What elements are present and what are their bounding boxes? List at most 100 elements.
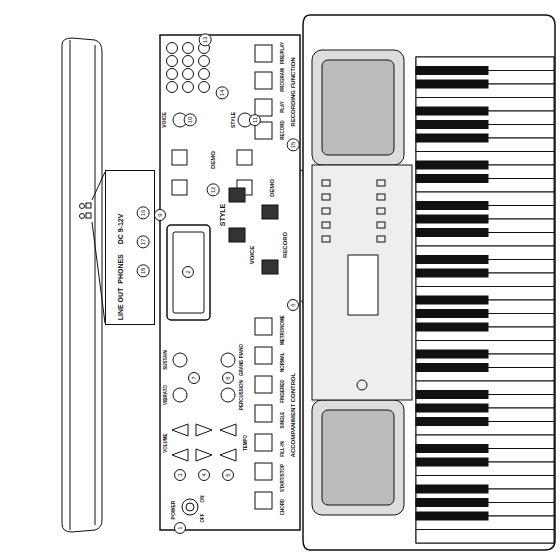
panel-label: SINGLE [281,412,286,429]
black-key [416,418,488,426]
round-button [199,69,210,80]
panel-button [322,208,330,214]
black-key [416,202,488,210]
callout-number: 6 [287,299,299,311]
panel-button [322,222,330,228]
panel-label: FILL-IN [281,441,286,457]
black-key [416,391,488,399]
callout-number: 15 [287,139,300,152]
accomp-button [255,492,272,509]
panel-label: DEMO [210,151,216,169]
round-button [183,56,194,67]
black-key [416,229,488,237]
callout-number: 7 [188,372,200,384]
panel-label: VIBRATO [164,385,169,405]
jack-label: DC 9-12V [117,214,124,245]
black-key [416,445,488,453]
panel-label: VOLUME [164,433,169,452]
round-button [183,69,194,80]
round-button [199,82,210,93]
panel-button [377,222,385,228]
black-key [416,458,488,466]
panel-label: PRE/PLAY [281,42,286,64]
panel-label: ACCOMPANIMENT CONTROL [290,373,296,458]
black-key [416,256,488,264]
black-key [416,161,488,169]
black-key [416,499,488,507]
panel-button [377,208,385,214]
panel-label: ON [201,496,206,503]
black-key [416,80,488,88]
callout-number: 4 [198,469,210,481]
black-key [416,404,488,412]
callout-number: 10 [184,114,197,127]
black-key [416,296,488,304]
panel-label: STYLE [231,112,236,128]
round-button [167,82,178,93]
callout-number: 5 [222,469,234,481]
callout-number: 2 [182,266,194,278]
round-button [199,56,210,67]
round-button [167,56,178,67]
white-key [416,530,554,544]
panel-label: DEMO [269,179,275,197]
panel-button [377,180,385,186]
accomp-button [255,318,272,335]
callout-number: 12 [207,184,220,197]
panel-label: VOICE [249,246,255,265]
callout-number: 8 [222,372,234,384]
panel-label: STYLE [219,204,226,227]
accomp-button [255,347,272,364]
callout-number: 16 [137,207,150,220]
panel-button [322,194,330,200]
black-key [416,323,488,331]
accomp-button [255,376,272,393]
panel-label: METRONOME [281,315,286,345]
black-key [416,107,488,115]
panel-label: RECORDING FUNCTION [290,57,296,126]
black-key [416,67,488,75]
panel-label: GRAND PIANO [240,344,245,376]
jack-callout-box: LINE OUT PHONES DC 9-12V [105,170,155,325]
panel-label: OFF [201,514,206,523]
panel-label: TEMPO [244,435,249,451]
callout-number: 9 [154,209,166,221]
panel-label: FINGERED [281,379,286,402]
black-key [416,364,488,372]
panel-label: SUSTAIN [164,350,169,369]
callout-number: 18 [137,265,150,278]
panel-label: CHORD [281,499,286,516]
black-key [416,512,488,520]
panel-label: POWER [171,501,176,520]
accomp-button [255,405,272,422]
jack-label: LINE OUT [117,288,124,321]
callout-number: 1 [174,522,186,534]
panel-label: RECORD [282,232,288,258]
callout-number: 13 [199,34,212,47]
black-key [416,134,488,142]
black-key [416,310,488,318]
callout-number: 17 [137,236,150,249]
panel-label: NORMAL [281,352,286,372]
black-key [416,269,488,277]
black-key [416,350,488,358]
round-button [167,69,178,80]
callout-number: 14 [216,87,229,100]
black-key [416,121,488,129]
panel-button [322,180,330,186]
round-button [167,43,178,54]
accomp-button [255,463,272,480]
round-button [183,43,194,54]
panel-button [377,194,385,200]
round-button [183,82,194,93]
panel-label: PLAY [281,101,286,113]
black-key [416,175,488,183]
black-key [416,485,488,493]
panel-button [322,236,330,242]
panel-label: PERCUSSION [240,380,245,410]
jack-label: PHONES [117,254,124,284]
callout-number: 3 [174,469,186,481]
panel-label: PROGRAM [281,68,286,92]
panel-button [377,236,385,242]
